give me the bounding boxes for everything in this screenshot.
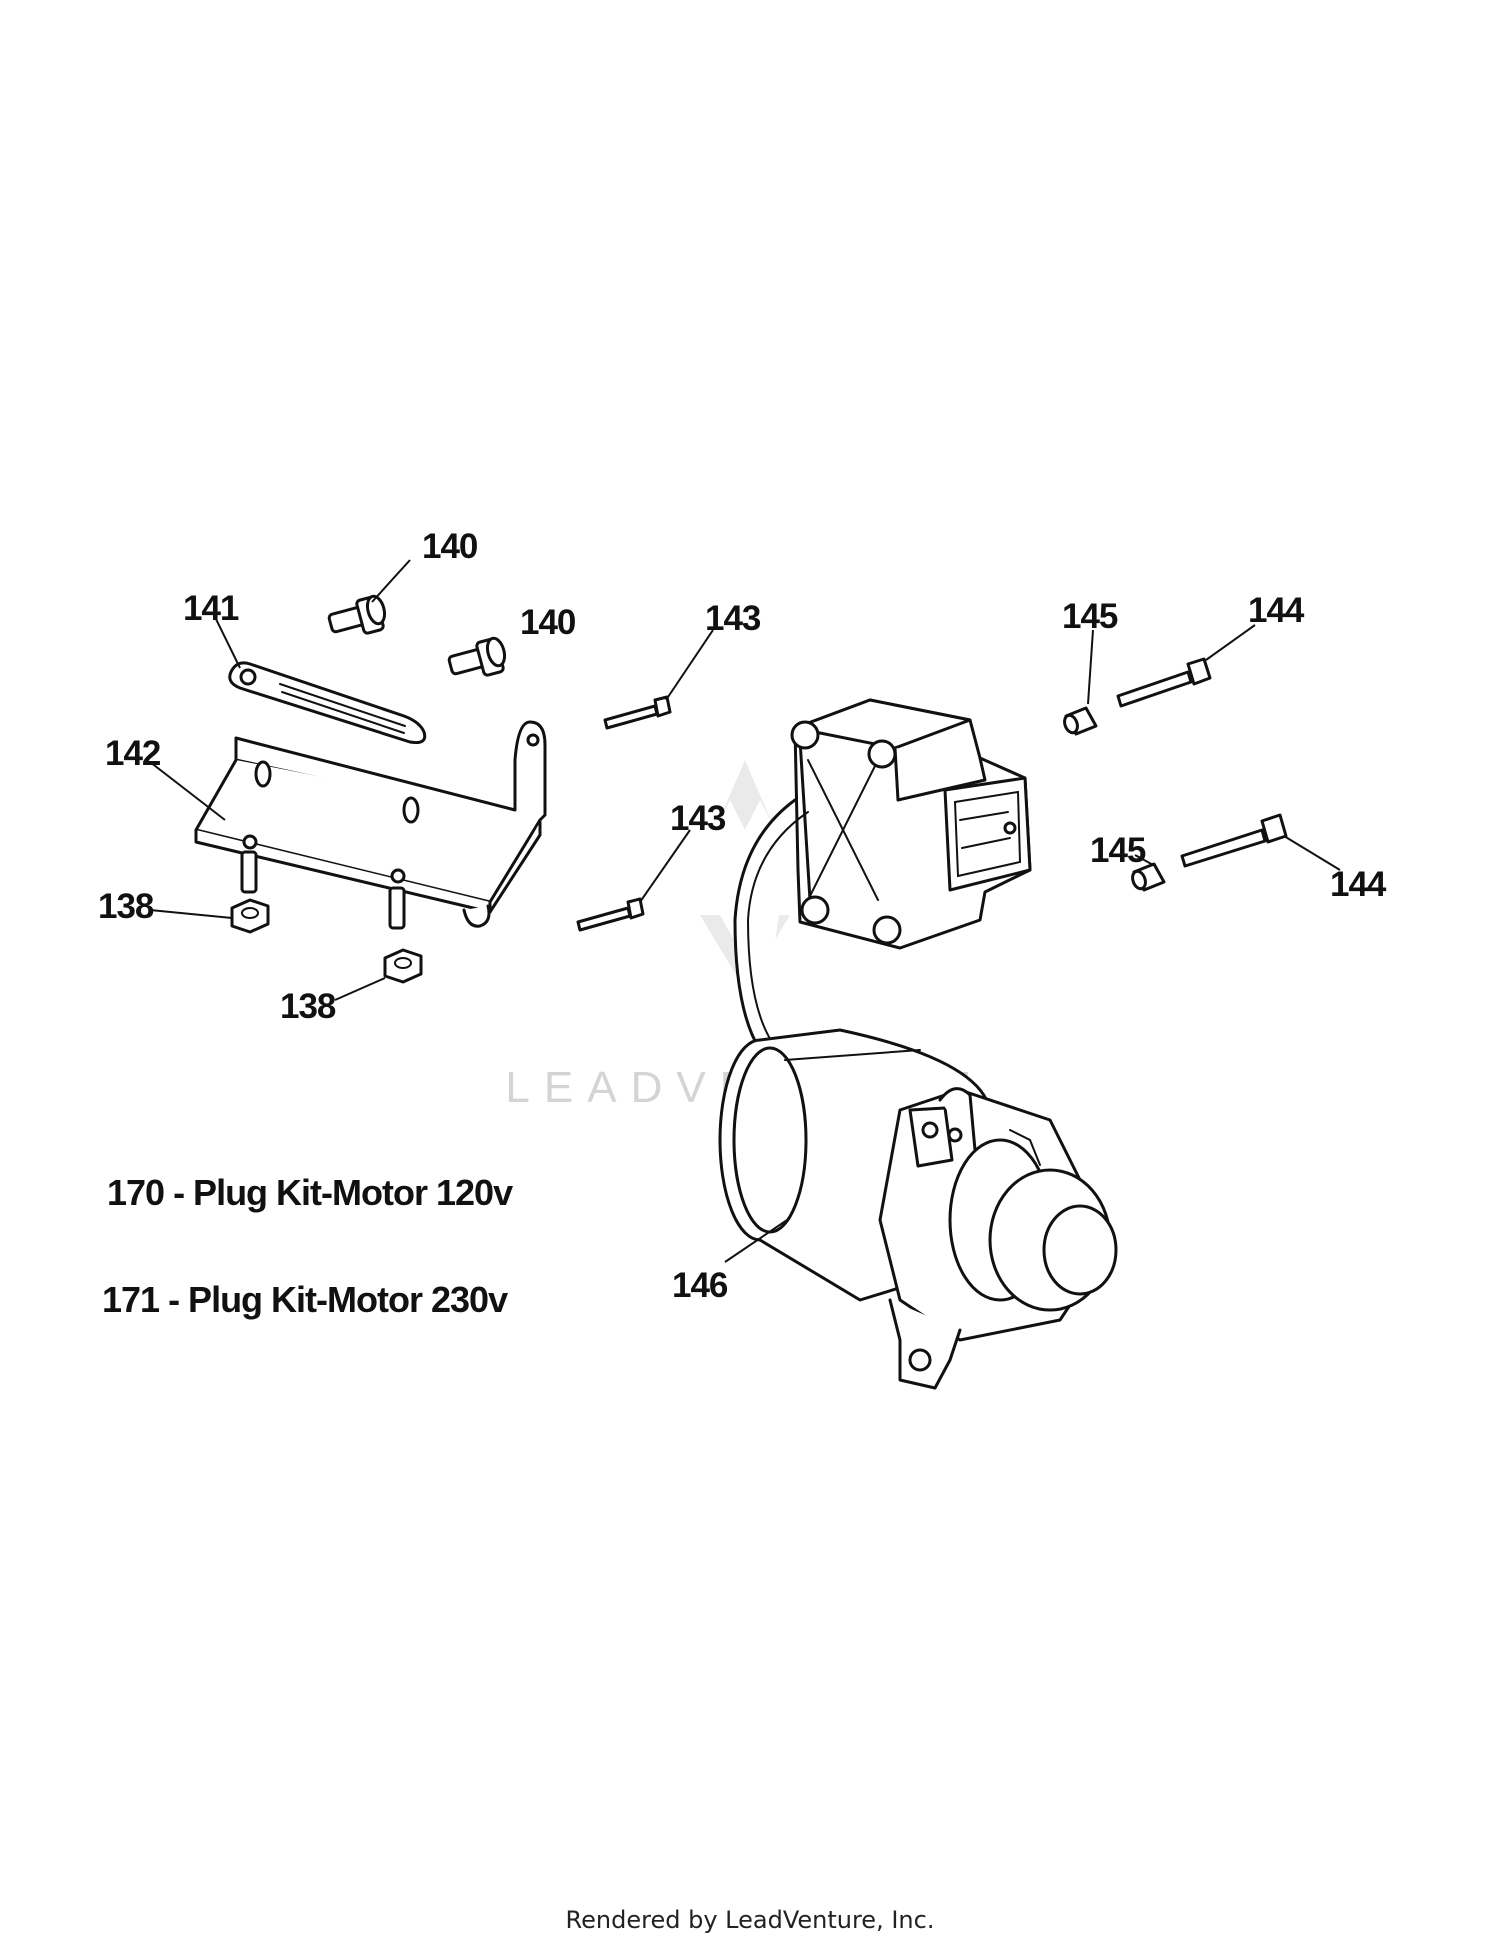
footer-credit: Rendered by LeadVenture, Inc. <box>566 1906 935 1934</box>
callout-144-upper: 144 <box>1248 591 1305 630</box>
switch-box <box>790 698 1032 950</box>
callout-138-right: 138 <box>280 987 336 1026</box>
starter-motor-146 <box>718 1028 1118 1390</box>
callout-145-lower: 145 <box>1090 831 1146 870</box>
bracket-142 <box>194 720 547 930</box>
nut-138-right <box>383 948 423 984</box>
strap-141 <box>228 661 427 744</box>
bolt-140-upper <box>327 594 387 635</box>
leader-lines <box>149 559 1341 1263</box>
screw-143-lower <box>576 897 645 932</box>
callout-143-lower: 143 <box>670 799 726 838</box>
note-170-plug-kit-120v: 170 - Plug Kit-Motor 120v <box>107 1172 513 1213</box>
screw-143-upper <box>603 695 672 730</box>
bolt-144-lower <box>1180 813 1288 868</box>
callout-145-upper: 145 <box>1062 597 1118 636</box>
callout-141: 141 <box>183 589 239 628</box>
callout-140-upper: 140 <box>422 527 478 566</box>
callout-144-lower: 144 <box>1330 865 1387 904</box>
sleeve-145-lower <box>1131 862 1166 892</box>
sleeve-145-upper <box>1063 706 1098 736</box>
nut-138-left <box>230 898 270 934</box>
callout-146: 146 <box>672 1266 728 1305</box>
power-cord <box>733 798 809 1052</box>
callout-143-upper: 143 <box>705 599 761 638</box>
callout-138-left: 138 <box>98 887 154 926</box>
bolt-140-lower <box>447 636 507 677</box>
callout-142: 142 <box>105 734 161 773</box>
note-171-plug-kit-230v: 171 - Plug Kit-Motor 230v <box>102 1279 508 1320</box>
bolt-144-upper <box>1116 657 1212 708</box>
callout-140-lower: 140 <box>520 603 576 642</box>
